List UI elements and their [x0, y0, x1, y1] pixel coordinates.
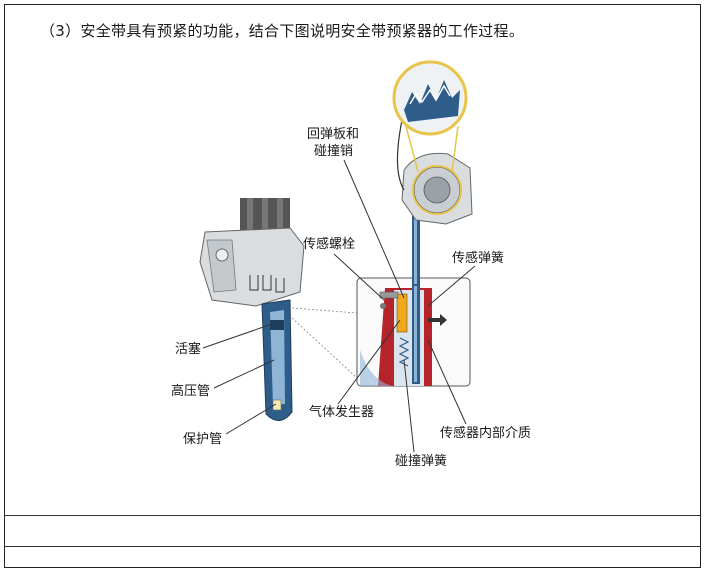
- sensor-zoom-box: [356, 277, 471, 387]
- ratchet-zoom-circle: [392, 60, 468, 136]
- leader-sensor-medium: [427, 339, 467, 425]
- label-sensor-bolt: 传感螺栓: [303, 236, 355, 252]
- label-gas-generator: 气体发生器: [309, 404, 374, 420]
- question-frame: [4, 4, 701, 568]
- label-rebound-plate-line2: 碰撞销: [314, 144, 353, 159]
- label-sensor-spring: 传感弹簧: [452, 250, 504, 266]
- label-piston: 活塞: [175, 341, 201, 357]
- answer-line-2: [4, 546, 701, 547]
- leader-impact-spring: [403, 359, 415, 453]
- label-high-pressure-tube: 高压管: [171, 383, 210, 399]
- label-sensor-medium: 传感器内部介质: [440, 425, 531, 441]
- label-impact-spring: 碰撞弹簧: [395, 453, 447, 469]
- leader-sensor-spring: [427, 265, 476, 307]
- label-rebound-plate-line1: 回弹板和: [307, 127, 359, 142]
- label-protective-tube: 保护管: [183, 432, 222, 447]
- answer-line-1: [4, 515, 701, 516]
- top-retractor: [396, 119, 473, 225]
- leader-sensor-bolt: [333, 253, 385, 301]
- retractor-assembly: [199, 198, 305, 421]
- leader-gas-generator: [337, 319, 401, 405]
- leader-piston: [202, 323, 273, 349]
- leader-rebound-plate: [343, 159, 405, 299]
- leader-protective-tube: [225, 403, 277, 435]
- leader-high-pressure-tube: [213, 359, 275, 389]
- question-text: （3）安全带具有预紧的功能，结合下图说明安全带预紧器的工作过程。: [40, 22, 525, 40]
